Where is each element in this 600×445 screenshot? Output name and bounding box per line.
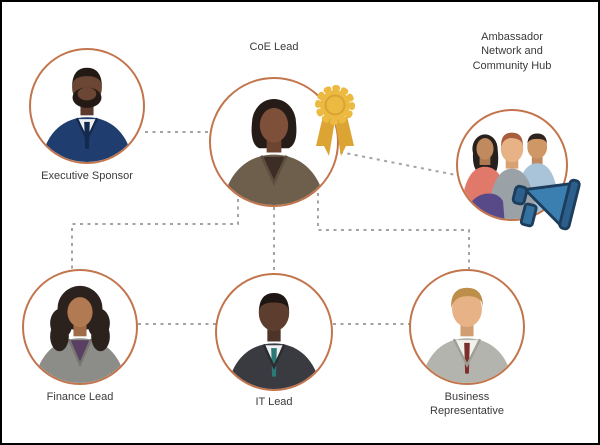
finance-lead-label: Finance Lead (46, 391, 114, 403)
finance-lead-avatar (22, 269, 138, 385)
person-illustration (34, 285, 126, 383)
person-illustration (222, 98, 326, 205)
person-illustration (227, 293, 321, 389)
executive-sponsor-avatar (29, 48, 145, 164)
executive-sponsor-label: Executive Sponsor (41, 170, 133, 182)
node-coe-lead: CoE Lead (209, 41, 355, 207)
node-finance-lead: Finance Lead (22, 269, 138, 403)
coe-lead-label: CoE Lead (249, 41, 299, 53)
person-illustration (421, 287, 513, 383)
node-it-lead: IT Lead (215, 273, 333, 408)
edge-coe-to-business (317, 193, 470, 269)
group-illustration (460, 132, 561, 219)
ambassador-hub-label: Ambassador Network and Community Hub (472, 31, 552, 72)
ambassador-hub-avatar (456, 109, 568, 221)
coe-lead-avatar (209, 77, 339, 207)
node-executive-sponsor: Executive Sponsor (29, 48, 145, 182)
it-lead-avatar (215, 273, 333, 391)
person-illustration (41, 67, 133, 162)
business-representative-label: Business Representative (430, 391, 504, 418)
node-business-representative: Business Representative (409, 269, 525, 417)
business-representative-avatar (409, 269, 525, 385)
edge-coe-to-finance (71, 199, 239, 269)
it-lead-label: IT Lead (255, 396, 293, 408)
edge-coe-to-ambassador (339, 151, 457, 176)
node-ambassador-hub: Ambassador Network and Community Hub (456, 31, 581, 231)
